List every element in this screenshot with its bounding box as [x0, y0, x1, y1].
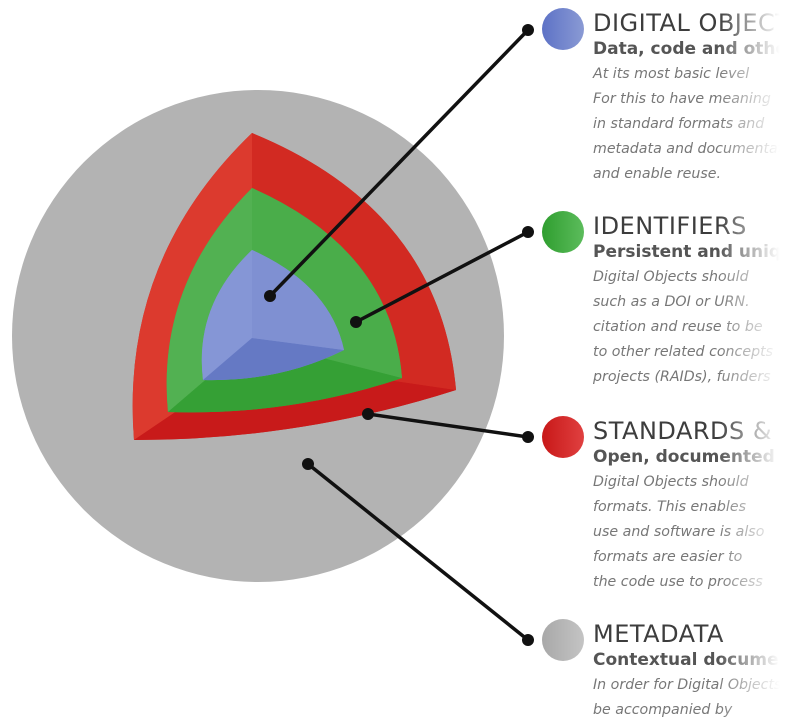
leader-line-identifiers — [350, 226, 534, 328]
identifiers-subtitle: Persistent and unique — [593, 242, 788, 262]
legend-identifiers: IDENTIFIERS Persistent and unique Digita… — [542, 211, 788, 401]
digital-object-subtitle: Data, code and other — [593, 39, 788, 59]
identifiers-title: IDENTIFIERS — [593, 212, 747, 240]
standards-description: Digital Objects should formats. This ena… — [593, 474, 765, 590]
leader-line-standards — [362, 408, 534, 443]
standards-subtitle: Open, documented — [593, 447, 775, 467]
digital-object-title: DIGITAL OBJECTS — [593, 9, 788, 37]
metadata-dot — [542, 619, 584, 661]
digital-object-dot — [542, 8, 584, 50]
legend-metadata: METADATA Contextual documentation In ord… — [542, 619, 788, 718]
legend-digital-object: DIGITAL OBJECTS Data, code and other At … — [542, 8, 788, 198]
leader-line-metadata — [302, 458, 534, 646]
identifiers-description: Digital Objects should such as a DOI or … — [593, 269, 774, 385]
metadata-title: METADATA — [593, 620, 724, 648]
leader-line-digital-object — [264, 24, 534, 302]
metadata-description: In order for Digital Objects be accompan… — [593, 677, 782, 718]
digital-object-description: At its most basic level For this to have… — [593, 66, 788, 182]
standards-dot — [542, 416, 584, 458]
digital-object-layer — [201, 250, 344, 381]
legend-standards: STANDARDS & CODE Open, documented Digita… — [542, 416, 788, 606]
identifiers-dot — [542, 211, 584, 253]
standards-title: STANDARDS & CODE — [593, 417, 788, 445]
metadata-subtitle: Contextual documentation — [593, 650, 788, 670]
